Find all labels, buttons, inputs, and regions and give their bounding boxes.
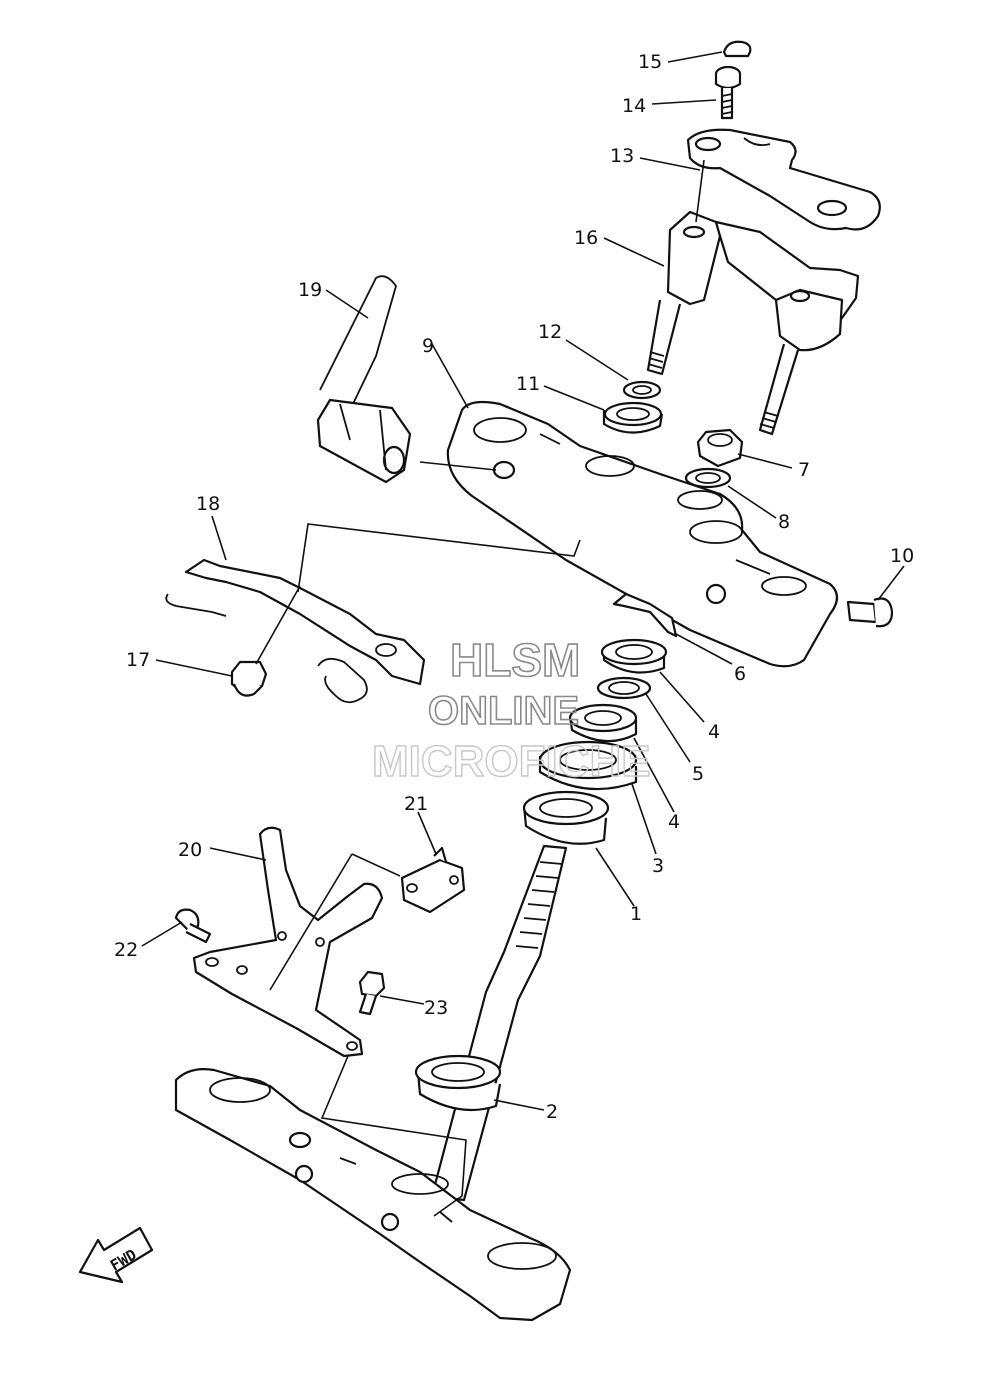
assembly-guide-lines: [255, 159, 705, 1217]
callout-3: 3: [652, 855, 664, 877]
part-2-lower-bearing: [414, 1054, 502, 1112]
callout-1: 1: [630, 903, 642, 925]
callout-19: 19: [298, 279, 322, 301]
callout-4-lower: 4: [668, 811, 680, 833]
part-13-upper-clamp: [686, 128, 881, 231]
callout-4-upper: 4: [708, 721, 720, 743]
callout-16: 16: [574, 227, 598, 249]
watermark-line-2: ONLINE: [428, 689, 579, 733]
callout-10: 10: [890, 545, 914, 567]
callout-13: 13: [610, 145, 634, 167]
part-18-stay: [165, 558, 426, 704]
callout-6: 6: [734, 663, 746, 685]
part-1-bearing: [522, 790, 610, 845]
watermark-line-1: HLSM: [450, 634, 580, 686]
part-21-clamp: [400, 846, 466, 914]
part-22-bolt: [174, 908, 212, 944]
callout-11: 11: [516, 373, 540, 395]
lower-bracket: [174, 1068, 572, 1322]
forward-direction-arrow: FWD: [78, 1226, 154, 1284]
callout-5: 5: [692, 763, 704, 785]
callout-numbers: 15 14 13 16 19 12 11 9 7 8 18 10 6 17 4 …: [114, 51, 914, 1123]
callout-21: 21: [404, 793, 428, 815]
watermark-line-3: MICROFICHE: [372, 737, 651, 786]
callout-9: 9: [422, 335, 434, 357]
part-9-upper-bracket: [446, 400, 839, 668]
callout-17: 17: [126, 649, 150, 671]
part-17-nut: [230, 660, 268, 697]
callout-leaders: [141, 51, 905, 1111]
part-20-bracket: [192, 826, 384, 1058]
part-8-washer: [684, 467, 732, 489]
part-4-ring-nut-upper: [600, 638, 668, 674]
part-19-holder: [316, 275, 412, 484]
callout-20: 20: [178, 839, 202, 861]
part-12-washer: [622, 380, 662, 400]
part-23-bolt: [358, 970, 386, 1016]
callout-23: 23: [424, 997, 448, 1019]
callout-8: 8: [778, 511, 790, 533]
callout-12: 12: [538, 321, 562, 343]
part-15-cap: [722, 40, 752, 58]
part-11-bushing: [602, 401, 664, 434]
callout-14: 14: [622, 95, 646, 117]
part-14-bolt: [714, 65, 742, 120]
part-7-nut: [696, 428, 744, 468]
part-3-seal: [538, 740, 638, 791]
part-16-handle-holder: [646, 210, 860, 436]
callout-7: 7: [798, 459, 810, 481]
callout-15: 15: [638, 51, 662, 73]
part-4-ring-nut-lower: [568, 703, 638, 743]
callout-22: 22: [114, 939, 138, 961]
callout-2: 2: [546, 1101, 558, 1123]
part-5-washer: [596, 676, 652, 700]
callout-18: 18: [196, 493, 220, 515]
part-10-bolt: [846, 597, 894, 628]
part-6-lock-washer: [612, 592, 678, 638]
steering-stem: [430, 844, 568, 1202]
watermark: HLSM ONLINE MICROFICHE: [371, 633, 651, 787]
